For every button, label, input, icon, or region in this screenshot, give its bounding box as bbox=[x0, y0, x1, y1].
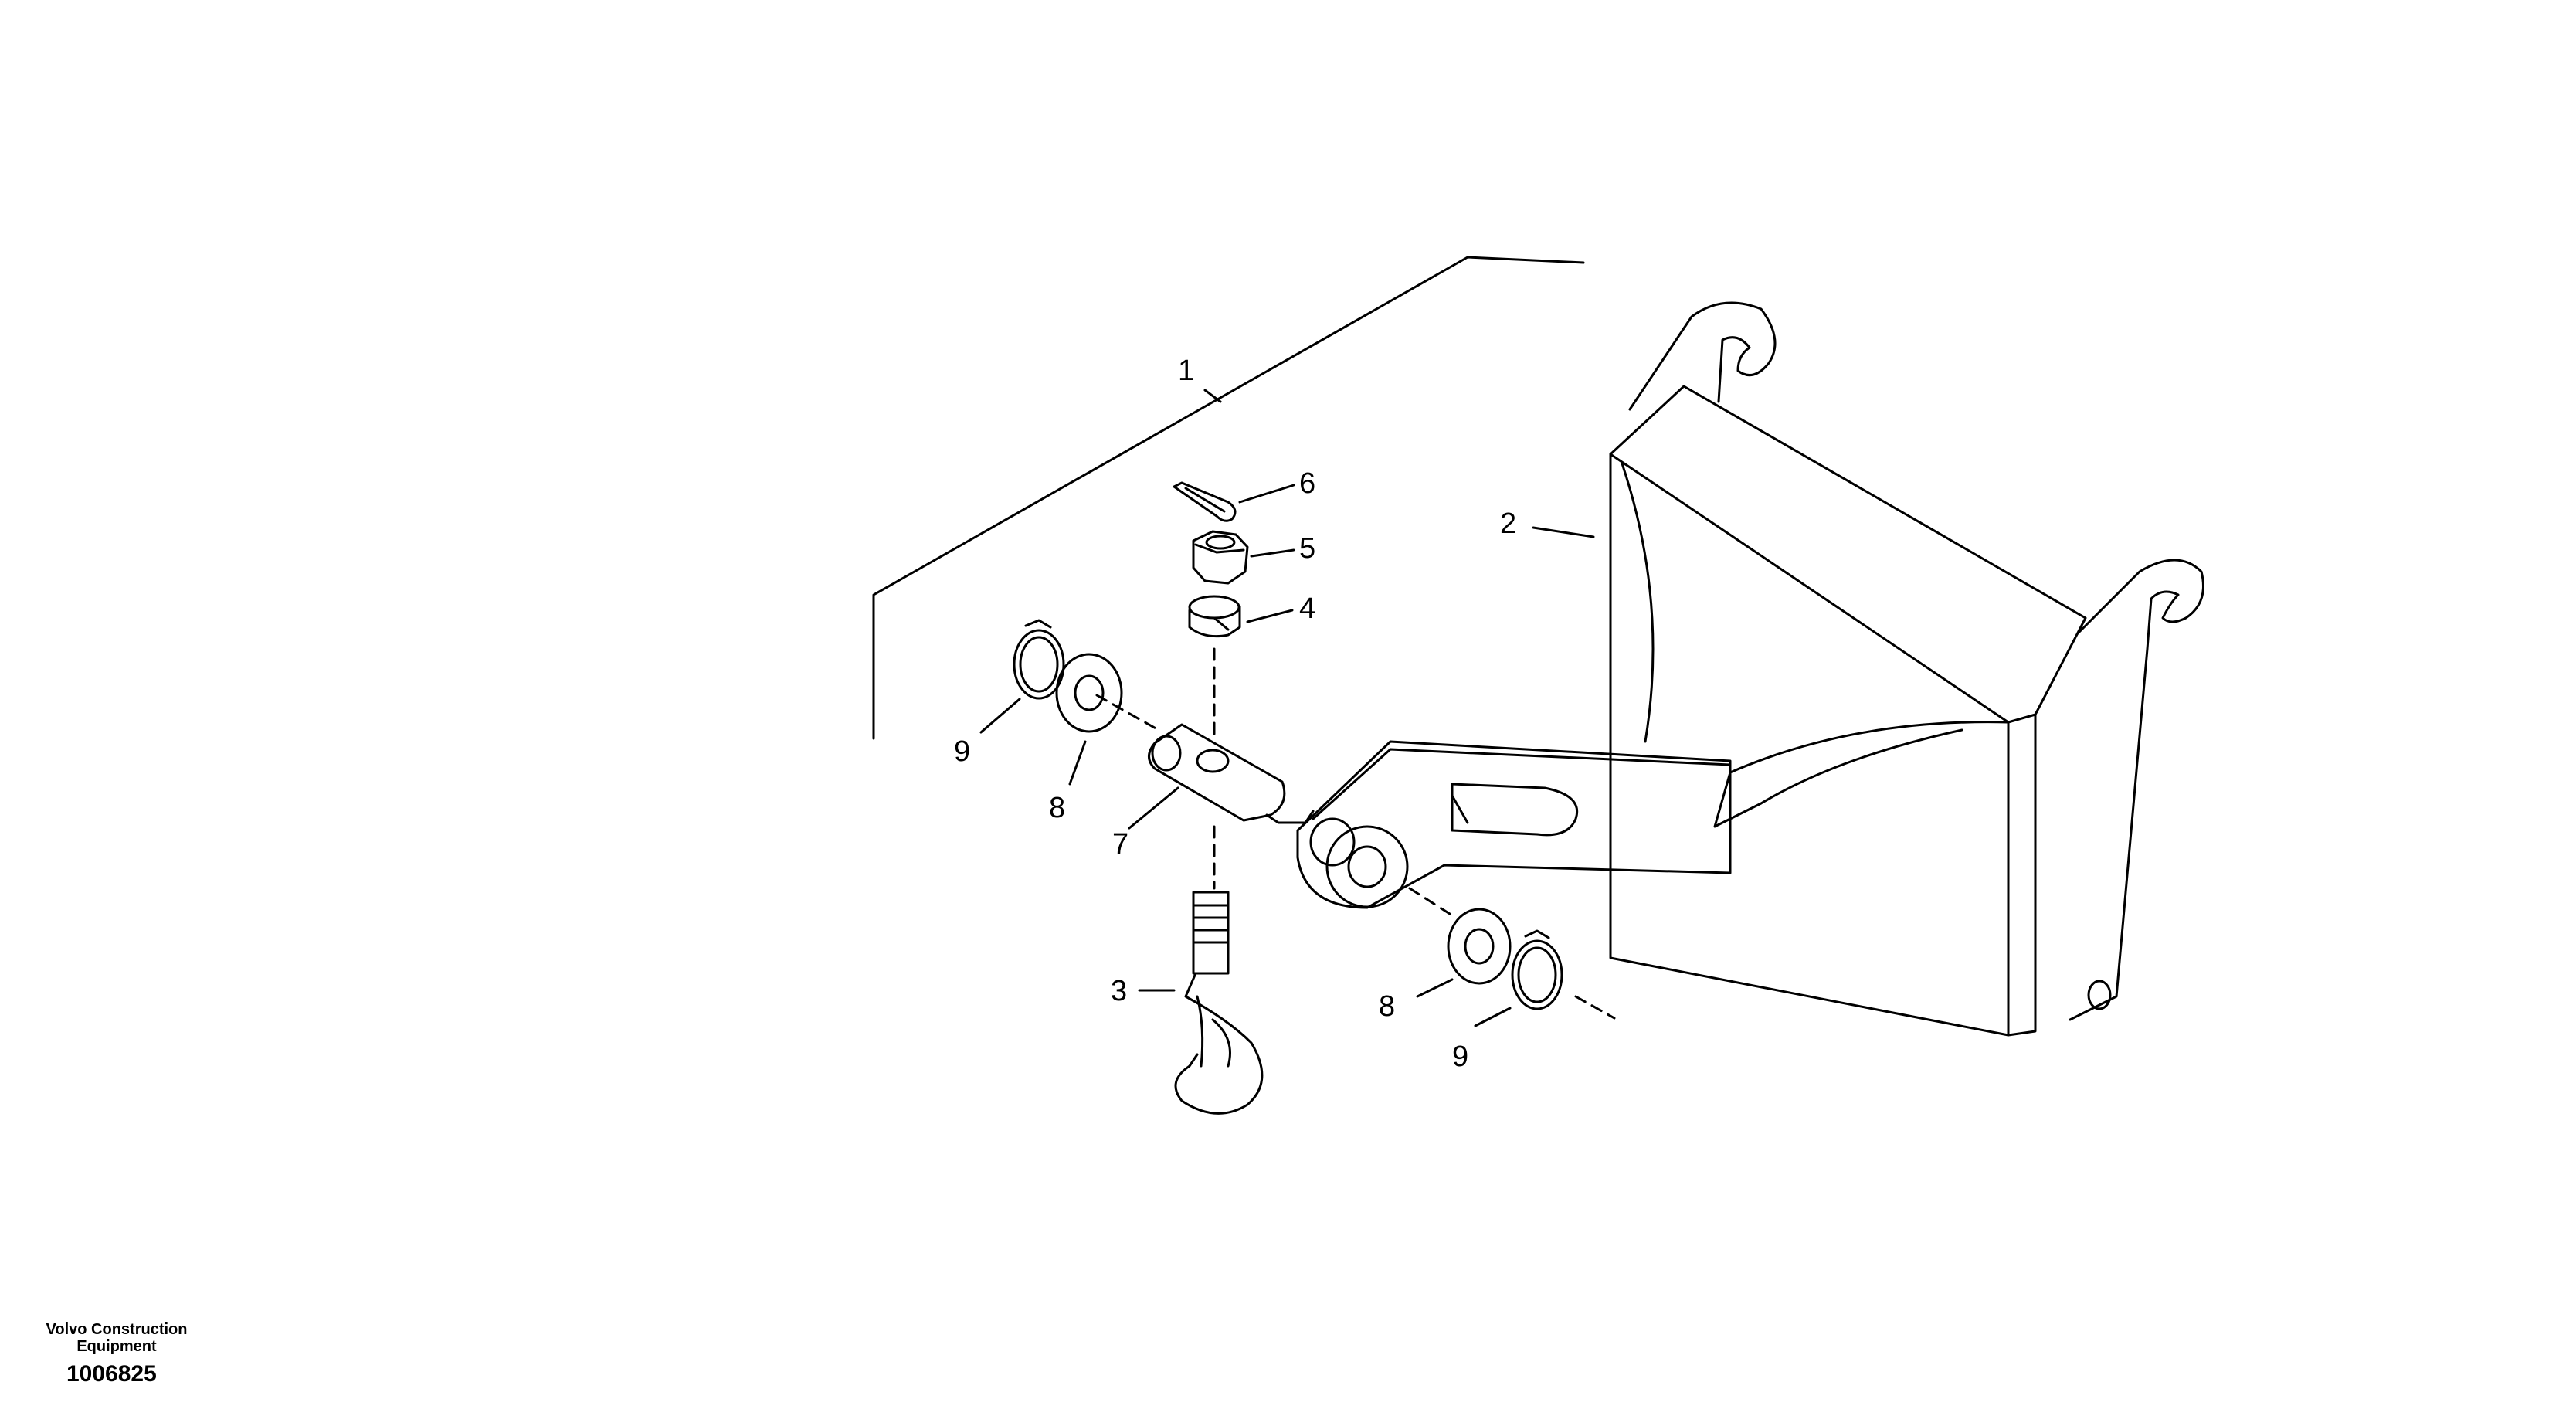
leader-2 bbox=[1532, 526, 1595, 538]
circlip-right bbox=[1511, 929, 1563, 1010]
bushing bbox=[1188, 595, 1241, 638]
leader-4 bbox=[1246, 609, 1294, 623]
leader-5 bbox=[1250, 548, 1295, 558]
callout-4: 4 bbox=[1299, 592, 1315, 625]
callout-8-right: 8 bbox=[1379, 990, 1395, 1023]
coupler-frame bbox=[1609, 301, 2204, 1037]
hook-left bbox=[1628, 301, 1777, 411]
leader-9b bbox=[1474, 1007, 1512, 1027]
callout-6: 6 bbox=[1299, 467, 1315, 500]
callout-2: 2 bbox=[1500, 508, 1516, 540]
assembly-bracket-line bbox=[872, 256, 1585, 740]
washer-right bbox=[1447, 908, 1512, 985]
arm-eye-front bbox=[1325, 825, 1409, 908]
hook-pin bbox=[1148, 723, 1315, 824]
leader-1 bbox=[1203, 389, 1222, 403]
callout-8-left: 8 bbox=[1049, 792, 1065, 824]
brand-name-line2: Equipment bbox=[76, 1338, 157, 1355]
leader-9a bbox=[979, 698, 1021, 734]
callout-9-right: 9 bbox=[1452, 1041, 1468, 1073]
brand-name-line1: Volvo Construction bbox=[46, 1321, 188, 1338]
leader-6 bbox=[1238, 484, 1295, 504]
callout-3: 3 bbox=[1111, 975, 1127, 1007]
callout-5: 5 bbox=[1299, 532, 1315, 565]
callout-9-left: 9 bbox=[954, 735, 970, 768]
axis-pin bbox=[1095, 694, 1616, 1020]
leader-7 bbox=[1128, 786, 1179, 830]
leader-8b bbox=[1416, 978, 1454, 998]
hook-right bbox=[2069, 559, 2204, 1021]
split-pin bbox=[1173, 481, 1237, 522]
arm-eye-back bbox=[1309, 817, 1356, 867]
frame-hole bbox=[2087, 980, 2112, 1010]
drawing-number: 1006825 bbox=[66, 1361, 157, 1387]
leader-8a bbox=[1068, 740, 1087, 786]
lifting-hook bbox=[1174, 891, 1264, 1115]
circlip-left bbox=[1013, 619, 1065, 700]
castle-nut bbox=[1192, 530, 1249, 585]
callout-7: 7 bbox=[1112, 828, 1128, 861]
callout-1: 1 bbox=[1178, 355, 1194, 387]
lifting-arm bbox=[1296, 740, 1732, 909]
washer-left bbox=[1055, 653, 1123, 733]
